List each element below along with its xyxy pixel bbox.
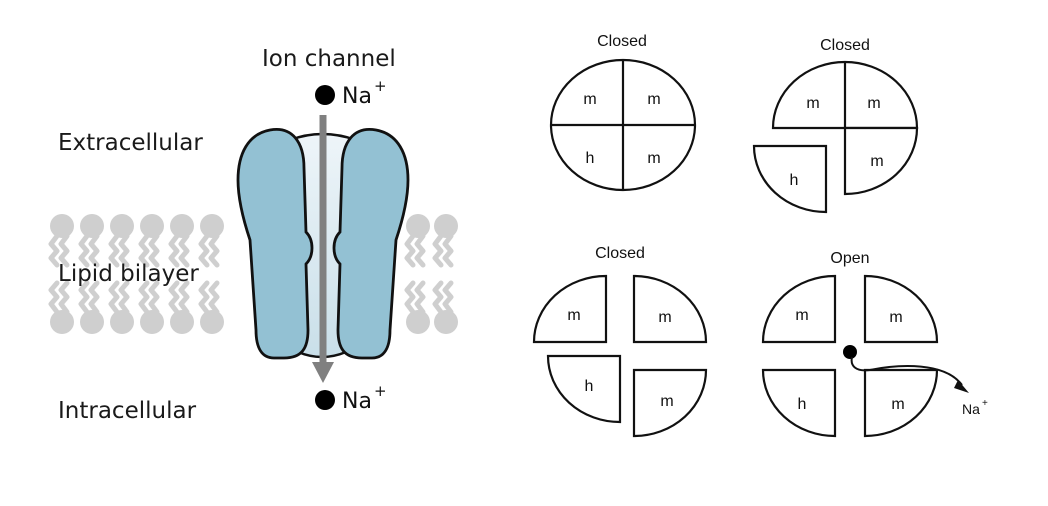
gate-quadrant-label: m xyxy=(647,91,660,108)
gate-quadrant-label: m xyxy=(806,95,819,112)
gate-diagram-closed-2: Closed m m h m xyxy=(752,37,919,214)
gate-quadrant-bottom-left xyxy=(546,354,622,424)
gate-quadrant-label: m xyxy=(583,91,596,108)
sodium-ion-dot xyxy=(315,390,335,410)
sodium-ion-intracellular: Na + xyxy=(315,382,387,414)
gate-diagram-closed-1: Closed m m h m xyxy=(549,33,697,192)
gate-state-label: Open xyxy=(830,250,869,267)
ion-channel-title: Ion channel xyxy=(262,46,396,72)
lipid-left-bottom-row xyxy=(50,283,224,334)
channel-subunit-left xyxy=(236,127,314,360)
gate-state-label: Closed xyxy=(597,33,647,50)
sodium-ion-extracellular: Na + xyxy=(315,77,387,109)
gate-quadrant-label: m xyxy=(870,153,883,170)
gate-quadrant-top-right xyxy=(632,274,708,344)
gate-quadrant-label: m xyxy=(795,307,808,324)
channel-protein xyxy=(236,127,410,360)
intracellular-label: Intracellular xyxy=(58,398,197,424)
gate-quadrant-bottom-right xyxy=(632,368,708,438)
gate-quadrant-label: m xyxy=(891,396,904,413)
gate-quadrant-label: m xyxy=(567,307,580,324)
gate-quadrant-label: h xyxy=(790,172,799,189)
extracellular-label: Extracellular xyxy=(58,130,203,156)
sodium-ion-dot xyxy=(315,85,335,105)
gate-quadrant-label: h xyxy=(585,378,594,395)
sodium-ion-charge: + xyxy=(374,382,387,400)
gate-quadrant-bottom-right xyxy=(843,126,919,196)
gate-quadrant-label: m xyxy=(647,150,660,167)
lipid-right-top-row xyxy=(406,214,458,265)
gate-quadrant-top-right xyxy=(863,274,939,344)
gate-quadrant-label: m xyxy=(889,309,902,326)
sodium-ion-symbol: Na xyxy=(342,84,372,109)
sodium-ion-symbol: Na xyxy=(342,389,372,414)
lipid-right-bottom-row xyxy=(406,283,458,334)
ion-flow-arrow xyxy=(312,115,334,383)
gate-diagram-open: Open m m h m Na + xyxy=(761,250,988,438)
gate-diagram-closed-3: Closed m m h m xyxy=(532,245,708,438)
gate-quadrant-h-displaced xyxy=(752,144,828,214)
sodium-ion-label: Na xyxy=(962,401,980,417)
gate-quadrant-label: h xyxy=(798,396,807,413)
gate-quadrant-top-left xyxy=(532,274,608,344)
gate-quadrant-label: m xyxy=(660,393,673,410)
gate-state-label: Closed xyxy=(595,245,645,262)
gate-quadrant-top-left xyxy=(761,274,837,344)
sodium-ion-charge: + xyxy=(374,77,387,95)
ion-path-arrow xyxy=(850,356,963,386)
gate-quadrant-label: m xyxy=(658,309,671,326)
gate-quadrant-bottom-right xyxy=(863,368,939,438)
gate-quadrant-label: h xyxy=(586,150,595,167)
lipid-bilayer-label: Lipid bilayer xyxy=(58,261,199,287)
gate-quadrant-bottom-left xyxy=(761,368,837,438)
lipid-left-top-row xyxy=(50,214,224,265)
channel-subunit-right xyxy=(332,127,410,360)
gate-quadrant-label: m xyxy=(867,95,880,112)
ion-path-arrowhead xyxy=(954,380,969,393)
sodium-ion-charge: + xyxy=(982,398,988,409)
sodium-ion-dot xyxy=(843,345,857,359)
gate-state-label: Closed xyxy=(820,37,870,54)
